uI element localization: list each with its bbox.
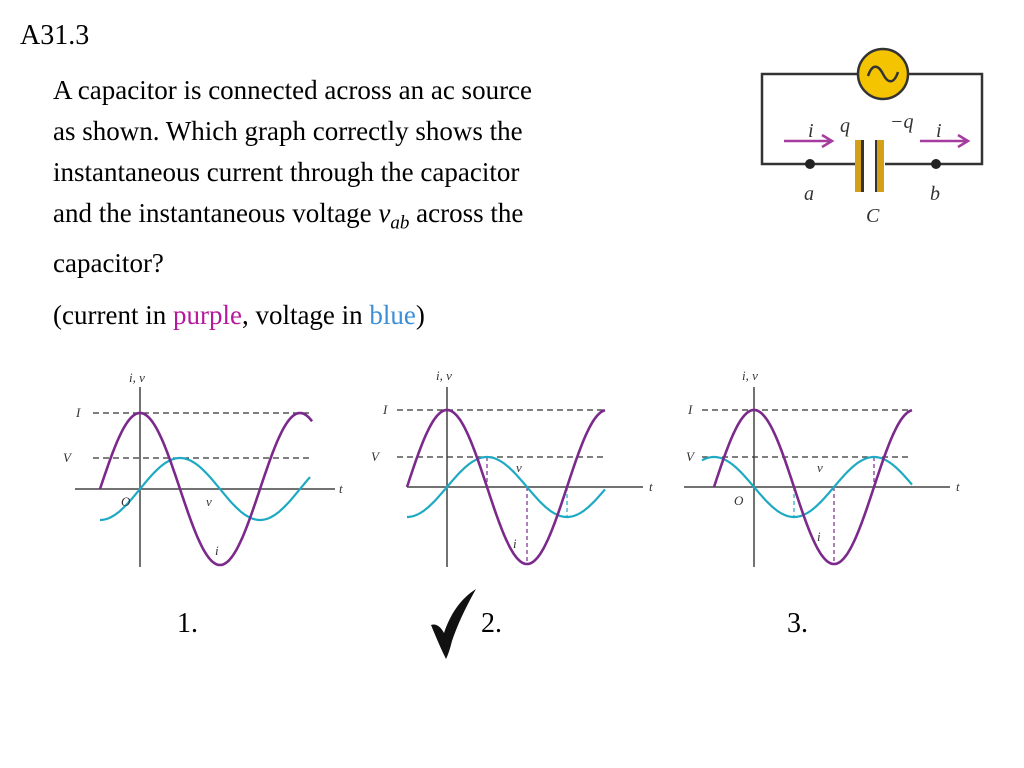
slide-id: A31.3 <box>20 20 90 51</box>
checkmark-icon <box>431 589 476 659</box>
curve-label-v: v <box>206 494 212 509</box>
circuit-wire-right <box>908 72 984 166</box>
axis-label-t: t <box>649 479 653 494</box>
voltage-curve <box>407 455 606 519</box>
curve-label-i: i <box>817 529 821 544</box>
graph-2[interactable]: i, v t I V v i <box>365 365 665 575</box>
question-line-3: instantaneous current through the capaci… <box>53 157 520 187</box>
voltage-curve <box>100 456 311 522</box>
capacitor-plate-left <box>861 140 864 192</box>
current-arrow-left-icon <box>784 133 835 149</box>
capacitor-plate-right-outer <box>877 140 884 192</box>
graph-1[interactable]: i, v t I V O v i <box>55 365 355 575</box>
circuit-label-q: q <box>840 115 850 137</box>
question-line-4-pre: and the instantaneous voltage <box>53 198 379 228</box>
circuit-label-minus-q: −q <box>890 111 914 133</box>
voltage-symbol: v <box>378 198 391 228</box>
circuit-label-i-left: i <box>808 120 814 142</box>
node-a-dot <box>805 159 815 169</box>
node-b-dot <box>931 159 941 169</box>
amp-label-voltage: V <box>371 449 381 464</box>
choice-1-label[interactable]: 1. <box>177 608 198 639</box>
question-line-2: as shown. Which graph correctly shows th… <box>53 116 523 146</box>
current-arrow-right-icon <box>920 133 971 149</box>
legend-open: (current in <box>53 300 173 330</box>
axis-label-t: t <box>956 479 960 494</box>
legend-blue-word: blue <box>369 300 416 330</box>
axis-label-y: i, v <box>436 368 452 383</box>
curve-label-i: i <box>513 536 517 551</box>
capacitor-plate-right <box>875 140 878 192</box>
choice-2-label[interactable]: 2. <box>481 608 502 639</box>
graph-3[interactable]: i, v t I V O v i <box>672 365 972 575</box>
curve-label-v: v <box>817 460 823 475</box>
circuit-label-b: b <box>930 183 940 205</box>
current-curve <box>98 411 314 567</box>
current-curve <box>405 408 606 566</box>
current-curve <box>712 408 913 566</box>
axis-label-y: i, v <box>129 370 145 385</box>
question-line-4: and the instantaneous voltage vab across… <box>53 193 693 243</box>
circuit-label-i-right: i <box>936 120 942 142</box>
color-legend-note: (current in purple, voltage in blue) <box>53 300 425 331</box>
amp-label-voltage: V <box>63 450 73 465</box>
amp-label-current: I <box>382 402 388 417</box>
sine-wave-icon <box>866 65 900 83</box>
circuit-label-a: a <box>804 183 814 205</box>
circuit-label-c: C <box>866 205 880 227</box>
legend-purple-word: purple <box>172 300 242 330</box>
amp-label-current: I <box>687 402 693 417</box>
axis-label-t: t <box>339 481 343 496</box>
question-line-5: capacitor? <box>53 248 164 279</box>
choice-3-label[interactable]: 3. <box>787 608 808 639</box>
curve-label-v: v <box>516 460 522 475</box>
legend-mid: , voltage in <box>241 300 370 330</box>
question-line-1: A capacitor is connected across an ac so… <box>53 75 533 105</box>
amp-label-voltage: V <box>686 449 696 464</box>
voltage-subscript: ab <box>390 212 410 234</box>
question-line-4-post: across the <box>409 198 524 228</box>
circuit-diagram: i q −q i a b C <box>760 47 984 227</box>
voltage-curve <box>701 455 913 519</box>
origin-label: O <box>734 493 744 508</box>
axis-label-y: i, v <box>742 368 758 383</box>
capacitor-plate-left-outer <box>855 140 862 192</box>
origin-label: O <box>121 494 131 509</box>
curve-label-i: i <box>215 543 219 558</box>
amp-label-current: I <box>75 405 81 420</box>
question-text: A capacitor is connected across an ac so… <box>53 70 693 284</box>
circuit-wire-left <box>760 72 858 166</box>
legend-close: ) <box>415 300 425 330</box>
